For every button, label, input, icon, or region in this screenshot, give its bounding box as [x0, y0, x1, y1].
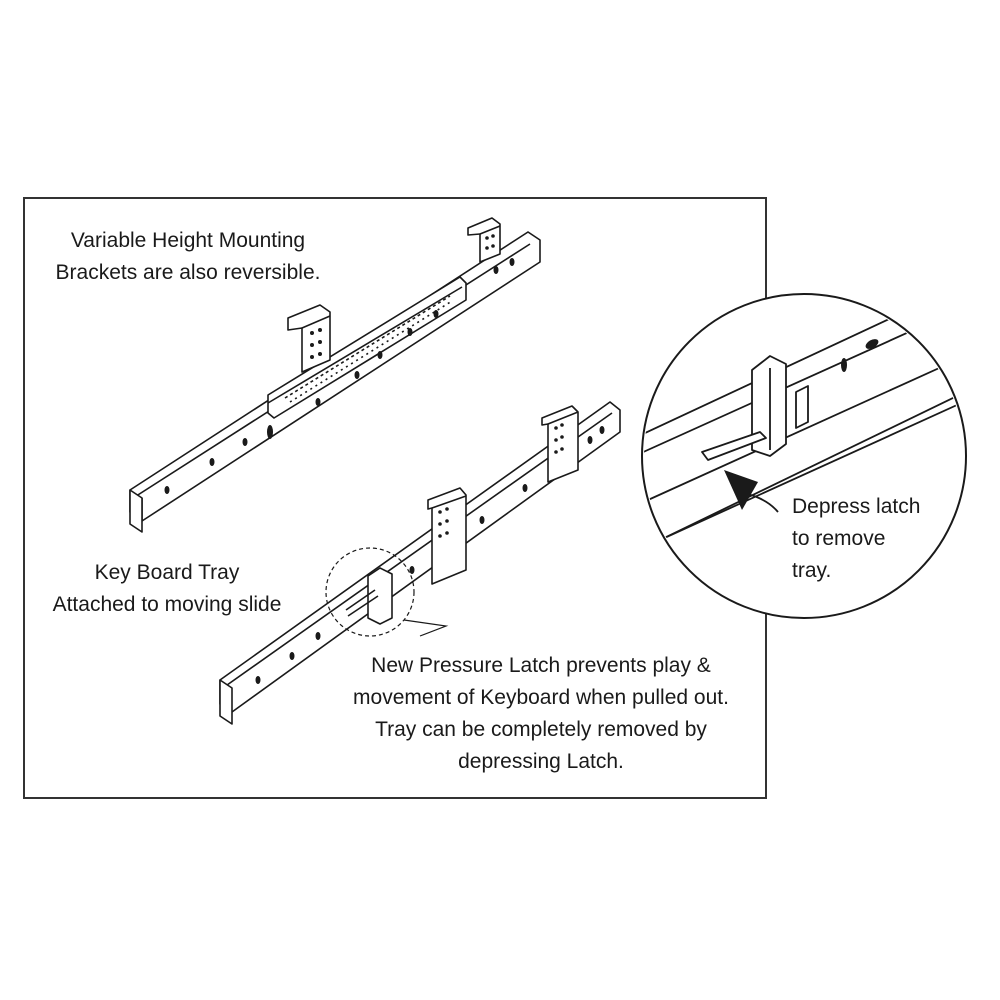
upper-slide: [129, 217, 541, 533]
tray-note: Key Board Tray Attached to moving slide: [52, 561, 282, 616]
arrow-head-icon: [724, 470, 758, 510]
latch-detail-marker: [325, 547, 415, 637]
brackets-note: Variable Height Mounting Brackets are al…: [55, 229, 321, 284]
callout-pointer: [403, 619, 449, 637]
depress-note: Depress latch to remove tray.: [792, 495, 921, 582]
latch-zoom-view: [641, 293, 967, 619]
lower-slide: [219, 401, 621, 725]
latch-note: New Pressure Latch prevents play & movem…: [353, 654, 729, 773]
